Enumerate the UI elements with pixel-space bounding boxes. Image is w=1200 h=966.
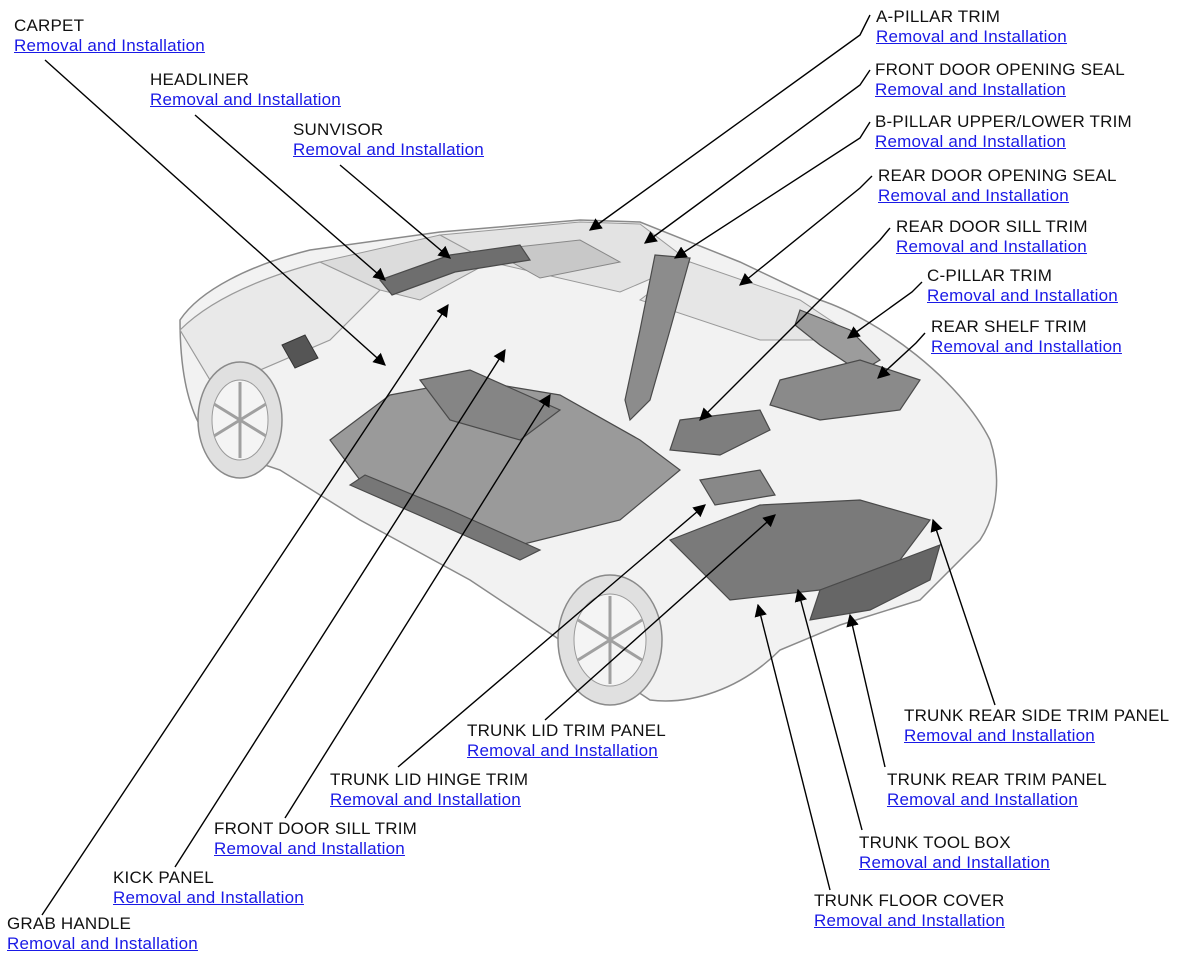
callout-title: TRUNK TOOL BOX [859, 833, 1011, 852]
b-pillar [624, 254, 691, 422]
leader-trunk-lid-hinge-trim [397, 504, 706, 768]
callout-title: TRUNK FLOOR COVER [814, 891, 1005, 910]
leader-trunk-floor-cover [754, 603, 831, 891]
removal-installation-link[interactable]: Removal and Installation [878, 186, 1069, 205]
removal-installation-link[interactable]: Removal and Installation [859, 853, 1050, 872]
leader-trunk-rear-trim-panel [846, 613, 886, 768]
callout-rear-door-sill-trim: REAR DOOR SILL TRIM Removal and Installa… [896, 217, 1088, 257]
callout-title: TRUNK REAR TRIM PANEL [887, 770, 1107, 789]
removal-installation-link[interactable]: Removal and Installation [330, 790, 521, 809]
removal-installation-link[interactable]: Removal and Installation [875, 80, 1066, 99]
removal-installation-link[interactable]: Removal and Installation [887, 790, 1078, 809]
callout-title: CARPET [14, 16, 85, 35]
callout-trunk-rear-side-trim-panel: TRUNK REAR SIDE TRIM PANEL Removal and I… [904, 706, 1169, 746]
leader-grab-handle [41, 303, 449, 916]
leader-rear-door-sill-trim [699, 227, 891, 421]
removal-installation-link[interactable]: Removal and Installation [467, 741, 658, 760]
callout-title: SUNVISOR [293, 120, 384, 139]
callout-carpet: CARPET Removal and Installation [14, 16, 205, 56]
callout-title: C-PILLAR TRIM [927, 266, 1053, 285]
callout-a-pillar-trim: A-PILLAR TRIM Removal and Installation [876, 7, 1067, 47]
front-wheel [197, 361, 283, 479]
removal-installation-link[interactable]: Removal and Installation [14, 36, 205, 55]
callout-title: REAR DOOR SILL TRIM [896, 217, 1088, 236]
removal-installation-link[interactable]: Removal and Installation [814, 911, 1005, 930]
leader-front-door-opening-seal [643, 69, 871, 244]
leader-c-pillar-trim [846, 281, 923, 339]
leader-carpet [44, 59, 386, 366]
callout-trunk-lid-trim-panel: TRUNK LID TRIM PANEL Removal and Install… [467, 721, 666, 761]
callout-title: TRUNK REAR SIDE TRIM PANEL [904, 706, 1170, 725]
callout-b-pillar-upper-lower-trim: B-PILLAR UPPER/LOWER TRIM Removal and In… [875, 112, 1132, 152]
callout-front-door-sill-trim: FRONT DOOR SILL TRIM Removal and Install… [214, 819, 417, 859]
callout-sunvisor: SUNVISOR Removal and Installation [293, 120, 484, 160]
callout-rear-door-opening-seal: REAR DOOR OPENING SEAL Removal and Insta… [878, 166, 1117, 206]
callout-title: KICK PANEL [113, 868, 214, 887]
removal-installation-link[interactable]: Removal and Installation [931, 337, 1122, 356]
callout-trunk-tool-box: TRUNK TOOL BOX Removal and Installation [859, 833, 1050, 873]
callout-c-pillar-trim: C-PILLAR TRIM Removal and Installation [927, 266, 1118, 306]
leader-rear-door-opening-seal [739, 175, 873, 286]
callout-title: TRUNK LID TRIM PANEL [467, 721, 666, 740]
removal-installation-link[interactable]: Removal and Installation [293, 140, 484, 159]
leader-b-pillar-upper-lower-trim [673, 121, 871, 259]
callout-trunk-floor-cover: TRUNK FLOOR COVER Removal and Installati… [814, 891, 1005, 931]
front-door-sill [348, 474, 542, 561]
leader-kick-panel [174, 348, 506, 868]
leader-front-door-sill-trim [284, 393, 551, 819]
rear-door-sill [669, 409, 771, 456]
callout-rear-shelf-trim: REAR SHELF TRIM Removal and Installation [931, 317, 1122, 357]
leader-trunk-lid-trim-panel [544, 514, 776, 721]
leader-sunvisor [339, 164, 451, 259]
callout-front-door-opening-seal: FRONT DOOR OPENING SEAL Removal and Inst… [875, 60, 1125, 100]
trunk-floor [668, 499, 932, 601]
interior-trim-parts [329, 244, 941, 621]
rear-wheel [557, 574, 663, 706]
leader-headliner [194, 114, 386, 281]
callout-title: REAR SHELF TRIM [931, 317, 1087, 336]
removal-installation-link[interactable]: Removal and Installation [927, 286, 1118, 305]
callout-title: A-PILLAR TRIM [876, 7, 1001, 26]
removal-installation-link[interactable]: Removal and Installation [904, 726, 1095, 745]
leader-a-pillar-trim [588, 14, 871, 231]
callout-title: REAR DOOR OPENING SEAL [878, 166, 1117, 185]
removal-installation-link[interactable]: Removal and Installation [876, 27, 1067, 46]
trunk-lid-hinge [699, 469, 776, 506]
removal-installation-link[interactable]: Removal and Installation [896, 237, 1087, 256]
removal-installation-link[interactable]: Removal and Installation [7, 934, 198, 953]
removal-installation-link[interactable]: Removal and Installation [875, 132, 1066, 151]
removal-installation-link[interactable]: Removal and Installation [214, 839, 405, 858]
leader-trunk-tool-box [794, 588, 863, 831]
callout-title: FRONT DOOR SILL TRIM [214, 819, 417, 838]
callout-trunk-lid-hinge-trim: TRUNK LID HINGE TRIM Removal and Install… [330, 770, 528, 810]
removal-installation-link[interactable]: Removal and Installation [150, 90, 341, 109]
callout-title: B-PILLAR UPPER/LOWER TRIM [875, 112, 1132, 131]
callout-kick-panel: KICK PANEL Removal and Installation [113, 868, 304, 908]
trunk-rear-trim [809, 544, 941, 621]
leader-lines [41, 14, 996, 916]
side-mirror [281, 334, 319, 369]
leader-rear-shelf-trim [877, 332, 926, 379]
leader-trunk-rear-side-trim-panel [930, 518, 996, 706]
callout-headliner: HEADLINER Removal and Installation [150, 70, 341, 110]
car-hood [179, 261, 382, 381]
center-console [418, 369, 562, 441]
callout-grab-handle: GRAB HANDLE Removal and Installation [7, 914, 198, 954]
callout-trunk-rear-trim-panel: TRUNK REAR TRIM PANEL Removal and Instal… [887, 770, 1107, 810]
callout-title: TRUNK LID HINGE TRIM [330, 770, 529, 789]
callout-title: FRONT DOOR OPENING SEAL [875, 60, 1125, 79]
callout-title: HEADLINER [150, 70, 250, 89]
removal-installation-link[interactable]: Removal and Installation [113, 888, 304, 907]
callout-title: GRAB HANDLE [7, 914, 132, 933]
